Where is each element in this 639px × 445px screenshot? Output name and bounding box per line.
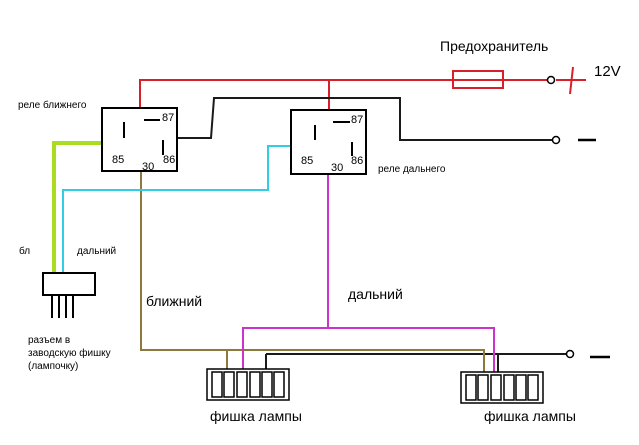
lamp-plug-label-right: фишка лампы bbox=[484, 408, 576, 424]
lamp-plug-label-left: фишка лампы bbox=[210, 408, 302, 424]
high-signal-wire bbox=[62, 145, 292, 280]
lamp-plug-right bbox=[460, 371, 544, 404]
connector-caption-line-3: (лампочку) bbox=[28, 361, 78, 372]
lamp-plug-left bbox=[206, 368, 290, 401]
relay-high-pin-85: 85 bbox=[301, 155, 313, 167]
factory-connector bbox=[42, 272, 96, 318]
low-wire-label: ближний bbox=[146, 293, 202, 309]
relay-high-pin-87: 87 bbox=[351, 114, 363, 126]
ground-terminal-top bbox=[551, 135, 561, 145]
relay-high: 87 85 86 30 bbox=[290, 109, 367, 175]
relay-low-pin-87: 87 bbox=[162, 112, 174, 124]
high-wire-label: дальний bbox=[348, 286, 403, 302]
plus-sign bbox=[556, 66, 586, 95]
fuse bbox=[452, 70, 504, 89]
relay-low: 87 85 86 30 bbox=[101, 107, 178, 173]
positive-terminal bbox=[546, 75, 556, 85]
relay-high-pin-86: 86 bbox=[351, 155, 363, 167]
relay-low-pin-85: 85 bbox=[112, 154, 124, 166]
relay-high-name: реле дальнего bbox=[378, 164, 446, 175]
relay-high-pin-30: 30 bbox=[331, 162, 343, 174]
low-signal-wire bbox=[52, 141, 102, 280]
connector-caption-line-1: разъем в bbox=[28, 335, 70, 346]
relay-low-pin-30: 30 bbox=[142, 161, 154, 173]
high-beam-wire bbox=[242, 175, 495, 374]
low-beam-wire bbox=[140, 168, 485, 374]
relay-low-pin-86: 86 bbox=[163, 154, 175, 166]
ground-terminal-bottom bbox=[565, 349, 575, 359]
relay-low-name: реле ближнего bbox=[18, 99, 87, 111]
connector-caption-line-2: заводскую фишку bbox=[28, 347, 111, 359]
ground-wire bbox=[178, 97, 567, 374]
connector-label-low: бл bbox=[19, 245, 30, 257]
connector-label-high: дальний bbox=[77, 246, 116, 257]
voltage-label: 12V bbox=[594, 63, 621, 80]
fuse-label: Предохранитель bbox=[440, 38, 548, 54]
